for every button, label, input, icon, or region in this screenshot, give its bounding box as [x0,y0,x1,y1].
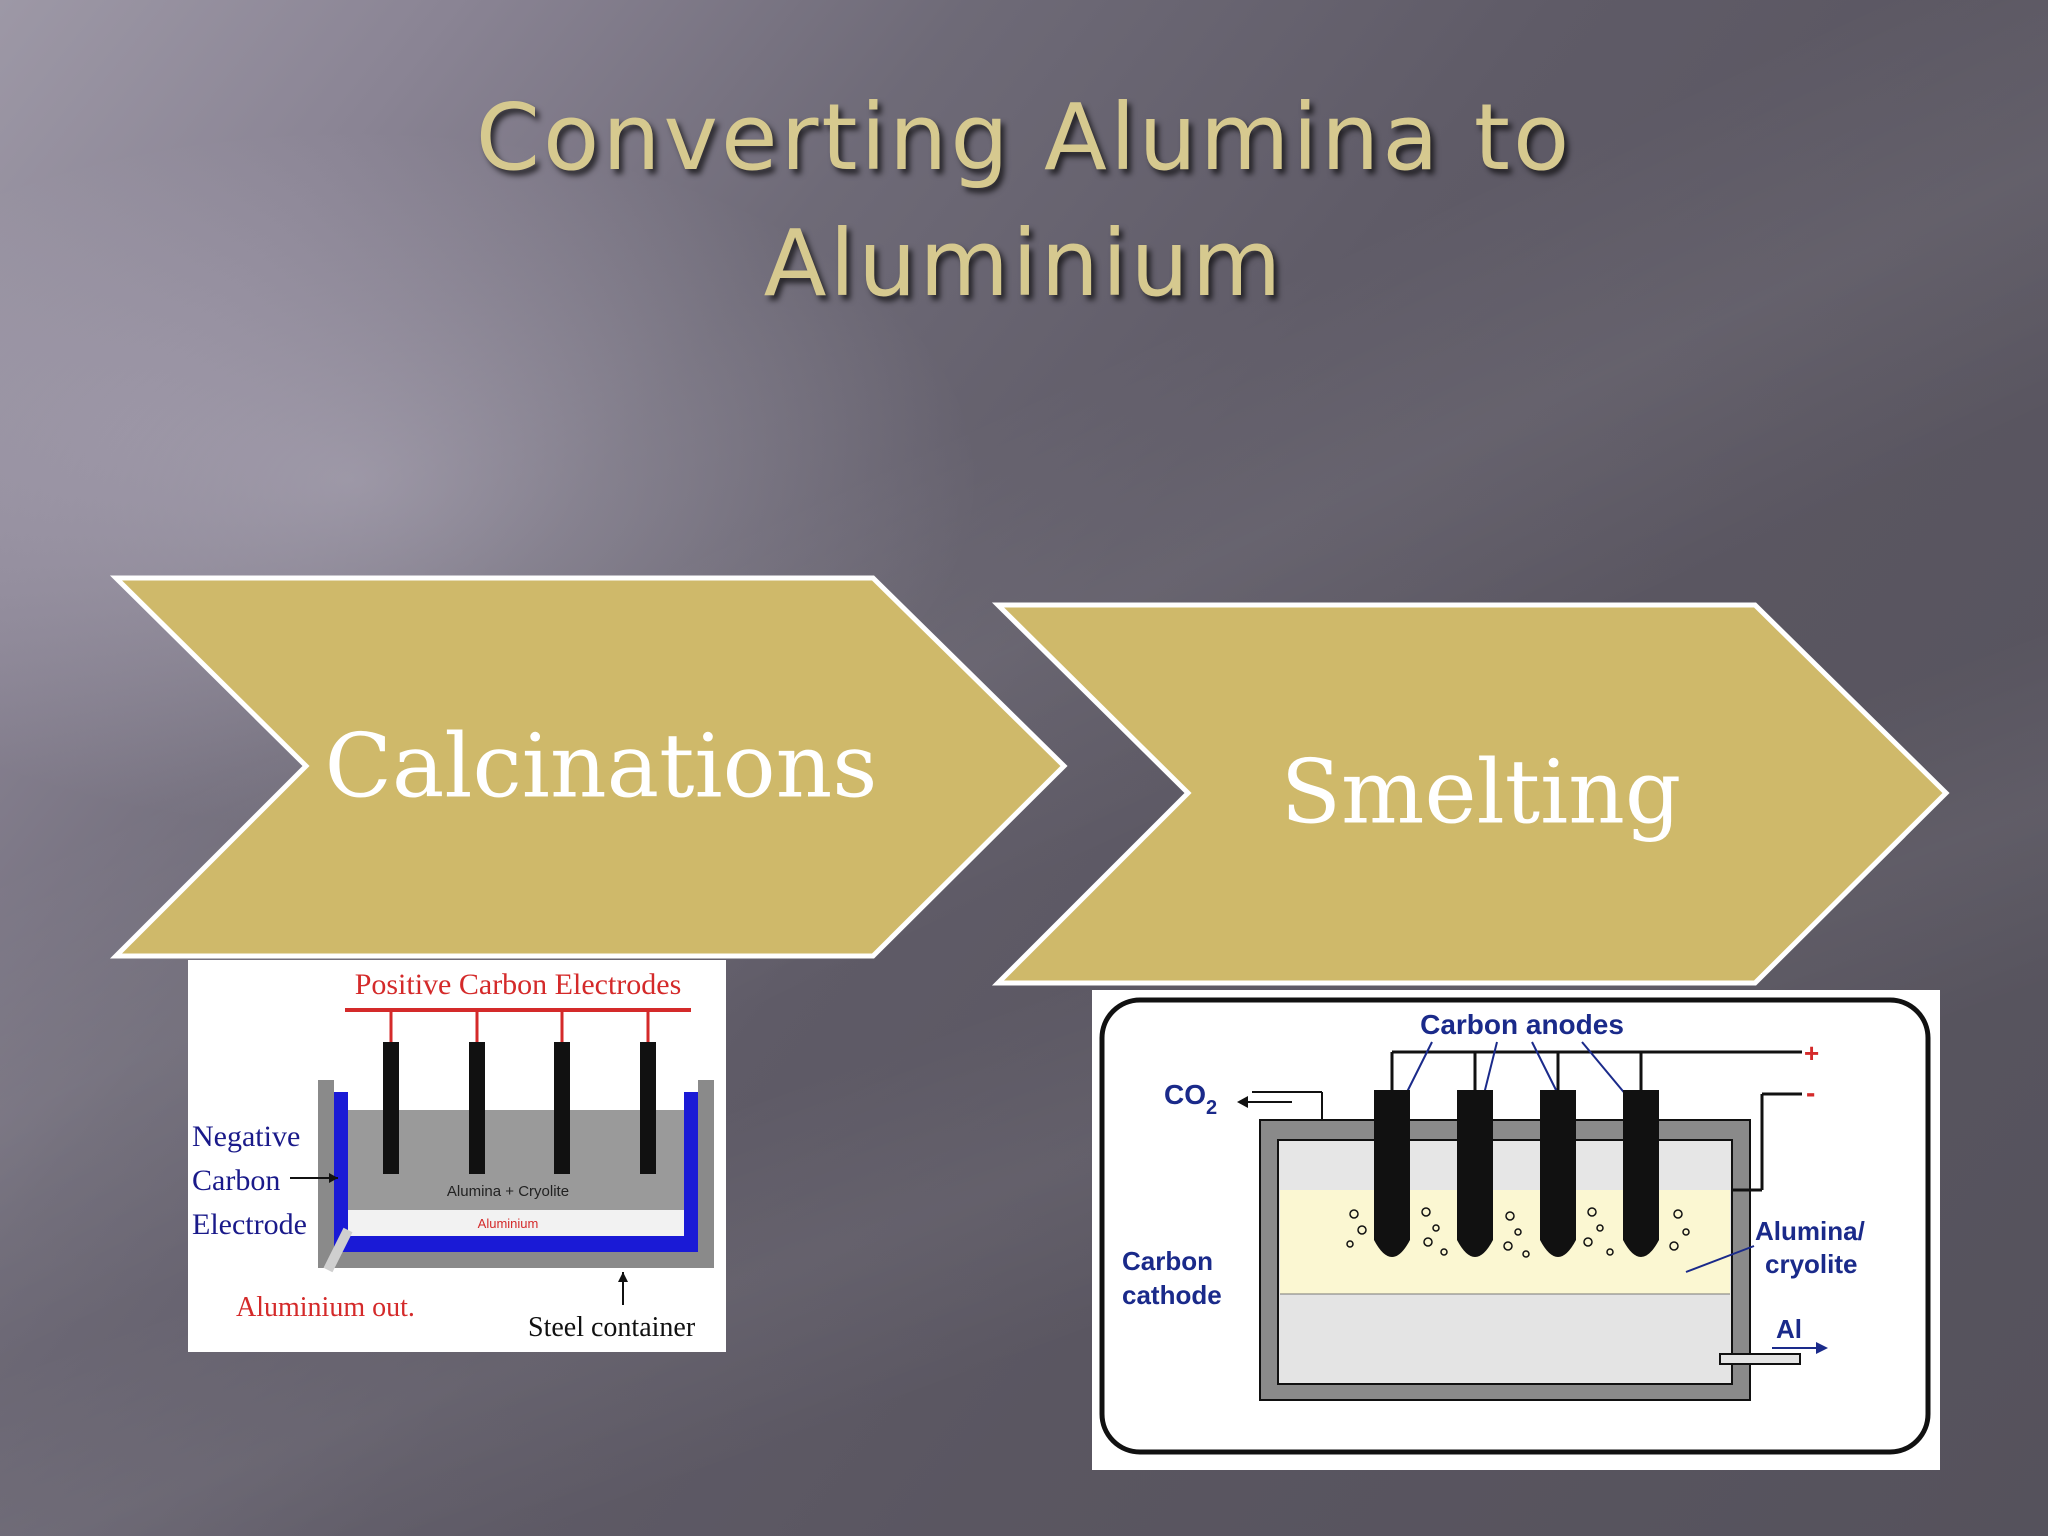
co2-subscript: 2 [1206,1097,1217,1119]
slide-title: Converting Alumina to Aluminium [200,75,1848,327]
electrolysis-cell-diagram: Positive Carbon Electrodes Alumina + Cry… [188,960,726,1352]
chevron-calcinations [109,575,1068,959]
carbon-anodes [1374,1090,1659,1257]
carbon-electrodes [383,1042,656,1174]
steel-container-label: Steel container [528,1312,696,1343]
step-label-calcinations: Calcinations [324,714,878,818]
carbon-cathode-label-2: cathode [1122,1280,1222,1310]
positive-electrodes-label: Positive Carbon Electrodes [355,968,682,1001]
gas-bubbles [1346,1207,1690,1258]
al-label: Al [1776,1314,1802,1344]
smelting-cell-diagram: Carbon anodes + CO 2 [1092,990,1940,1470]
alumina-cryolite-bath [348,1110,684,1210]
carbon-cathode-label-1: Carbon [1122,1246,1213,1276]
chevron-smelting [991,602,1950,986]
molten-aluminium-layer [1280,1294,1730,1382]
al-arrow-head [1816,1342,1828,1354]
minus-sign: - [1806,1077,1815,1108]
alumina-label-1: Alumina/ [1755,1216,1865,1246]
aluminium-out-label: Aluminium out. [236,1292,415,1323]
alumina-label-2: cryolite [1765,1249,1858,1279]
negative-label-line2: Carbon [192,1164,280,1197]
carbon-lining-left [334,1092,348,1252]
container-wall-left [318,1080,334,1265]
aluminium-outlet [323,1227,353,1273]
container-pointer-head [618,1272,628,1282]
anode-leads [1390,1052,1643,1090]
alumina-pointer [1685,1245,1755,1273]
carbon-anodes-label: Carbon anodes [1420,1009,1624,1040]
container-floor [318,1250,714,1268]
co2-arrow-head [1237,1096,1248,1108]
co2-label: CO [1164,1079,1206,1110]
aluminium-label: Aluminium [478,1216,539,1231]
aluminium-layer [348,1210,684,1236]
bath-label: Alumina + Cryolite [447,1183,569,1200]
negative-label-line3: Electrode [192,1208,307,1241]
carbon-lining-bottom [334,1236,698,1252]
al-tap-pipe [1719,1353,1801,1365]
positive-electrode-leads [389,1010,650,1042]
container-wall-right [698,1080,714,1265]
title-line-2: Aluminium [763,210,1285,317]
title-line-1: Converting Alumina to [475,84,1573,191]
negative-pointer-head [329,1173,338,1183]
carbon-lining-right [684,1092,698,1252]
plus-sign: + [1804,1038,1819,1068]
negative-label-line1: Negative [192,1120,300,1153]
step-label-smelting: Smelting [1280,740,1682,844]
